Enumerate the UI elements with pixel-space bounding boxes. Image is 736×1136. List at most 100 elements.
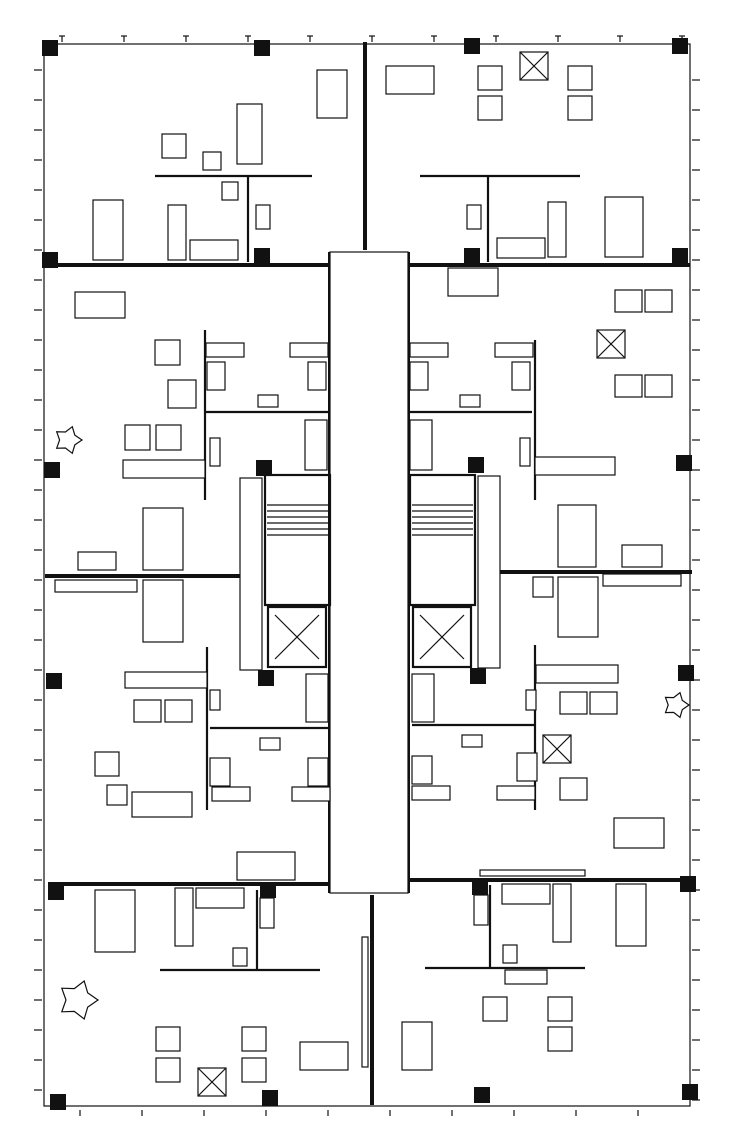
furniture-piece [106, 784, 128, 806]
coffee-table [167, 379, 197, 409]
furniture-piece [552, 883, 572, 943]
furniture-piece [557, 576, 599, 638]
structural-columns [42, 38, 698, 1110]
furniture-piece [614, 374, 643, 398]
furniture-piece [621, 544, 663, 568]
furniture-piece [557, 504, 597, 568]
furniture-piece [534, 456, 616, 476]
furniture-piece [195, 887, 245, 909]
column [680, 876, 696, 892]
column [50, 1094, 66, 1110]
furniture-piece [174, 887, 194, 947]
furniture-piece [189, 239, 239, 261]
furniture-piece [316, 69, 348, 119]
furniture-piece [142, 579, 184, 643]
column [254, 40, 270, 56]
furniture-piece [461, 734, 483, 748]
furniture-piece [164, 699, 193, 723]
furniture-piece [161, 133, 187, 159]
furniture-piece [209, 437, 221, 467]
furniture-piece [305, 673, 329, 723]
furniture-piece [501, 883, 551, 905]
furniture-piece [567, 65, 593, 91]
furniture-piece [155, 1057, 181, 1083]
column [676, 455, 692, 471]
column [470, 668, 486, 684]
furniture-piece [411, 755, 433, 785]
furniture-piece [504, 969, 548, 985]
furniture-piece [209, 757, 231, 787]
furniture-piece [519, 437, 531, 467]
furniture-piece [257, 394, 279, 408]
furniture-piece [167, 204, 187, 261]
furniture-piece [74, 291, 126, 319]
elevator-cross [274, 614, 320, 660]
stair-core [408, 473, 477, 607]
furniture-piece [205, 342, 245, 358]
furniture-piece [411, 673, 435, 723]
table-cross [519, 51, 549, 81]
furniture-piece [409, 342, 449, 358]
stair-core [263, 473, 332, 607]
column [672, 248, 688, 264]
elevator-cross [419, 614, 465, 660]
column [464, 248, 480, 264]
furniture-piece [477, 95, 503, 121]
column [46, 673, 62, 689]
furniture-piece [385, 65, 435, 95]
furniture-piece [447, 267, 499, 297]
furniture-piece [466, 204, 482, 230]
furniture-piece [644, 374, 673, 398]
furniture-piece [221, 181, 239, 201]
furniture-piece [401, 1021, 433, 1071]
furniture-piece [304, 419, 328, 471]
furniture-piece [547, 1026, 573, 1052]
furniture-piece [604, 196, 644, 258]
furniture-piece [202, 151, 222, 171]
column [44, 462, 60, 478]
furniture-piece [411, 785, 451, 801]
furniture-piece [94, 751, 120, 777]
furniture-piece [299, 1041, 349, 1071]
column [262, 1090, 278, 1106]
furniture-piece [502, 944, 518, 964]
furniture-piece [547, 996, 573, 1022]
furniture-piece [291, 786, 331, 802]
column [472, 879, 488, 895]
furniture-piece [259, 897, 275, 929]
column [464, 38, 480, 54]
furniture-piece [559, 777, 588, 801]
furniture-piece [154, 339, 181, 366]
furniture-piece [477, 65, 503, 91]
furniture-piece [241, 1057, 267, 1083]
plant-icon [664, 691, 691, 719]
shaft [477, 475, 501, 669]
furniture-piece [131, 791, 193, 818]
column [256, 460, 272, 476]
furniture-piece [133, 699, 162, 723]
column [678, 665, 694, 681]
furniture-piece [479, 869, 586, 877]
furniture-piece [241, 1026, 267, 1052]
furniture-piece [155, 424, 182, 451]
table-cross [197, 1067, 227, 1097]
furniture-piece [615, 883, 647, 947]
furniture-piece [124, 424, 151, 451]
furniture-piece [614, 289, 643, 313]
furniture-piece [259, 737, 281, 751]
furniture-piece [77, 551, 117, 571]
table-cross [596, 329, 626, 359]
plant-icon [55, 425, 84, 455]
furniture-piece [589, 691, 618, 715]
column [254, 248, 270, 264]
furniture-piece [211, 786, 251, 802]
furniture-piece [122, 459, 206, 479]
furniture-piece [206, 361, 226, 391]
furniture-piece [494, 342, 534, 358]
furniture-piece [155, 1026, 181, 1052]
furniture-piece [535, 664, 619, 684]
furniture-piece [92, 199, 124, 261]
column [672, 38, 688, 54]
dimension-ticks [34, 35, 700, 1116]
